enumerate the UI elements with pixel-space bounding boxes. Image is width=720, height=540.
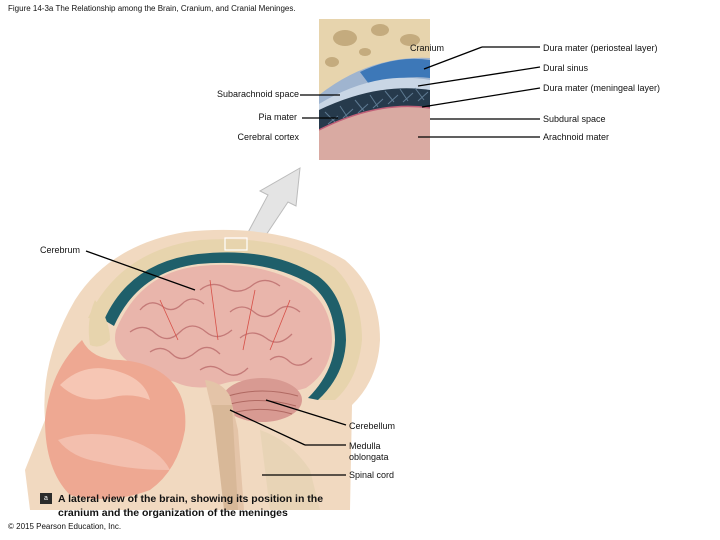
- label-medulla: Medulla oblongata: [349, 441, 409, 463]
- label-subarachnoid: Subarachnoid space: [217, 89, 299, 100]
- label-dural-sinus: Dural sinus: [543, 63, 588, 74]
- label-cranium: Cranium: [410, 43, 444, 54]
- label-arachnoid: Arachnoid mater: [543, 132, 609, 143]
- label-spinal-cord: Spinal cord: [349, 470, 394, 481]
- label-cerebral-cortex: Cerebral cortex: [237, 132, 299, 143]
- figure-caption: A lateral view of the brain, showing its…: [58, 492, 358, 520]
- meninges-inset: [319, 19, 430, 160]
- head-section: [25, 230, 380, 510]
- label-subdural: Subdural space: [543, 114, 606, 125]
- caption-badge: a: [40, 493, 52, 504]
- copyright: © 2015 Pearson Education, Inc.: [8, 522, 121, 531]
- label-dura-meningeal: Dura mater (meningeal layer): [543, 83, 660, 94]
- label-cerebrum: Cerebrum: [40, 245, 80, 256]
- label-cerebellum: Cerebellum: [349, 421, 395, 432]
- label-pia-mater: Pia mater: [258, 112, 297, 123]
- label-dura-periosteal: Dura mater (periosteal layer): [543, 43, 658, 54]
